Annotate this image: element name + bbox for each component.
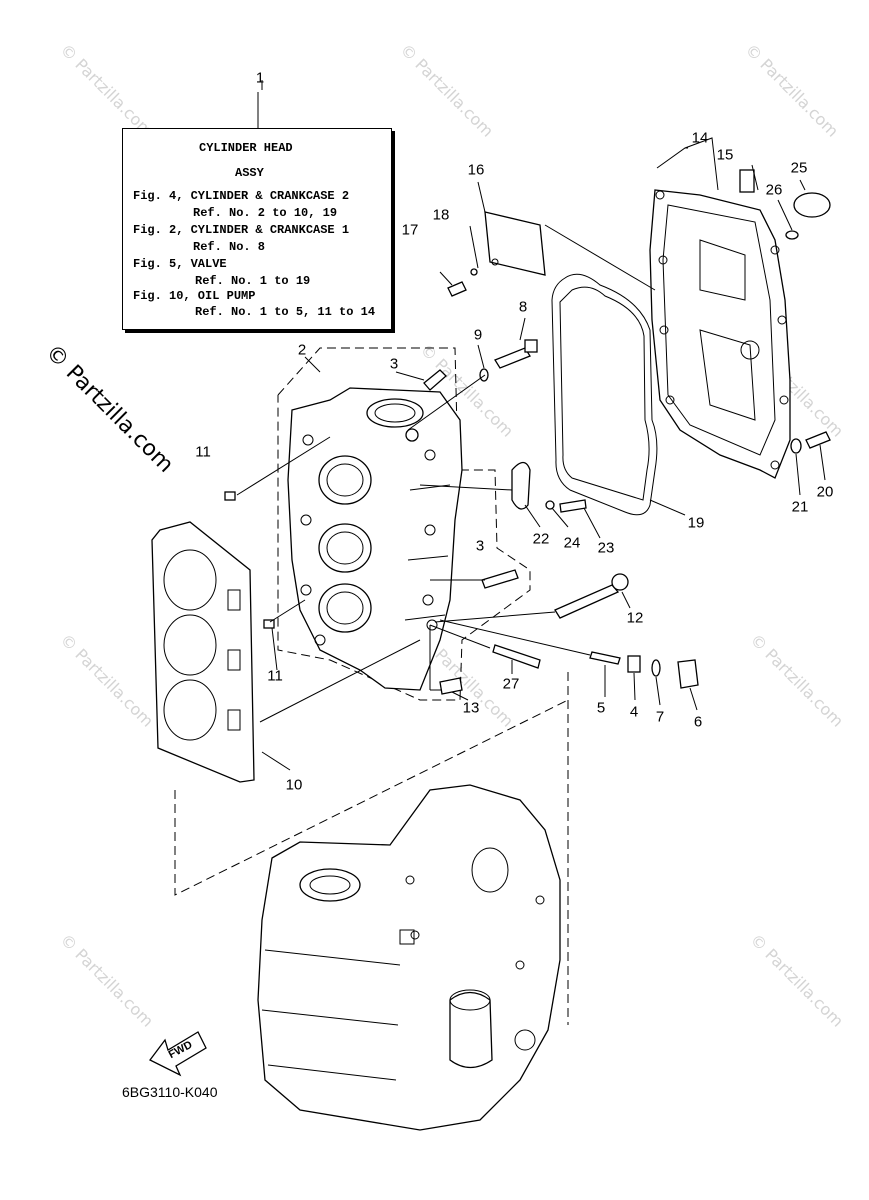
callout-14: 14: [691, 129, 709, 147]
cylinder-head: [287, 387, 463, 691]
callout-17: 17: [401, 221, 419, 239]
info-line: Ref. No. 8: [193, 240, 266, 254]
screw-23: [559, 499, 587, 513]
dowel-3b: [481, 569, 519, 589]
assembly-info-box: CYLINDER HEAD ASSY Fig. 4, CYLINDER & CR…: [122, 128, 392, 330]
spark-plug-27: [492, 644, 541, 669]
info-title: CYLINDER HEAD: [199, 141, 293, 155]
bolt-8: [494, 347, 531, 369]
callout-27: 27: [502, 675, 520, 693]
info-line: Fig. 4, CYLINDER & CRANKCASE 2: [133, 189, 350, 203]
callout-19: 19: [687, 514, 705, 532]
washer-9: [479, 368, 489, 382]
callout-13: 13: [462, 699, 480, 717]
callout-12: 12: [626, 609, 644, 627]
info-subtitle: ASSY: [235, 166, 264, 180]
callout-25: 25: [790, 159, 808, 177]
callout-6: 6: [693, 713, 703, 731]
bolt-12: [554, 584, 620, 619]
cap-15: [739, 169, 755, 193]
callout-24: 24: [563, 534, 581, 552]
callout-3: 3: [389, 355, 399, 373]
callout-4: 4: [629, 703, 639, 721]
info-line: Fig. 10, OIL PUMP: [133, 289, 256, 303]
dowel-pin-11a: [224, 491, 236, 501]
cover-gasket: [551, 273, 658, 516]
callout-11: 11: [267, 667, 283, 685]
cover-gasket-inner: [559, 286, 650, 501]
oil-filler-cap-25: [793, 192, 831, 218]
washer-18: [470, 268, 478, 276]
fwd-arrow-icon: [149, 1031, 207, 1077]
info-line: Ref. No. 1 to 5, 11 to 14: [195, 305, 376, 319]
callout-15: 15: [716, 146, 734, 164]
callout-11: 11: [195, 443, 211, 461]
dowel-pin-11b: [263, 619, 275, 629]
o-ring-26: [785, 230, 799, 240]
callout-16: 16: [467, 161, 485, 179]
callout-5: 5: [596, 699, 606, 717]
diagram-code: 6BG3110-K040: [122, 1084, 218, 1100]
cylinder-head-cover: [649, 189, 791, 479]
screw-17: [447, 281, 467, 297]
head-gasket: [151, 521, 255, 783]
callout-18: 18: [432, 206, 450, 224]
bolt-5: [589, 651, 621, 665]
o-ring-7: [651, 659, 661, 677]
info-line: Ref. No. 1 to 19: [195, 274, 311, 288]
callout-7: 7: [655, 708, 665, 726]
bolt-13: [439, 677, 463, 695]
callout-22: 22: [532, 530, 550, 548]
washer-24: [545, 500, 555, 510]
callout-1: 1: [255, 69, 265, 87]
callout-8: 8: [518, 298, 528, 316]
callout-21: 21: [791, 498, 809, 516]
callout-9: 9: [473, 326, 483, 344]
bolt-12-head: [611, 573, 629, 591]
washer-21: [790, 438, 802, 454]
plug-6: [677, 659, 699, 689]
callout-20: 20: [816, 483, 834, 501]
callout-10: 10: [285, 776, 303, 794]
bolt-20: [805, 431, 831, 449]
callout-26: 26: [765, 181, 783, 199]
cylinder-block: [257, 784, 561, 1131]
anode-22: [511, 461, 531, 510]
callout-23: 23: [597, 539, 615, 557]
info-line: Fig. 2, CYLINDER & CRANKCASE 1: [133, 223, 350, 237]
cover-plate: [484, 211, 546, 276]
info-line: Fig. 5, VALVE: [133, 257, 227, 271]
dowel-3a: [423, 369, 447, 391]
bolt-8-head: [524, 339, 538, 353]
callout-3: 3: [475, 537, 485, 555]
callout-2: 2: [297, 341, 307, 359]
sleeve-4: [627, 655, 641, 673]
info-line: Ref. No. 2 to 10, 19: [193, 206, 338, 220]
